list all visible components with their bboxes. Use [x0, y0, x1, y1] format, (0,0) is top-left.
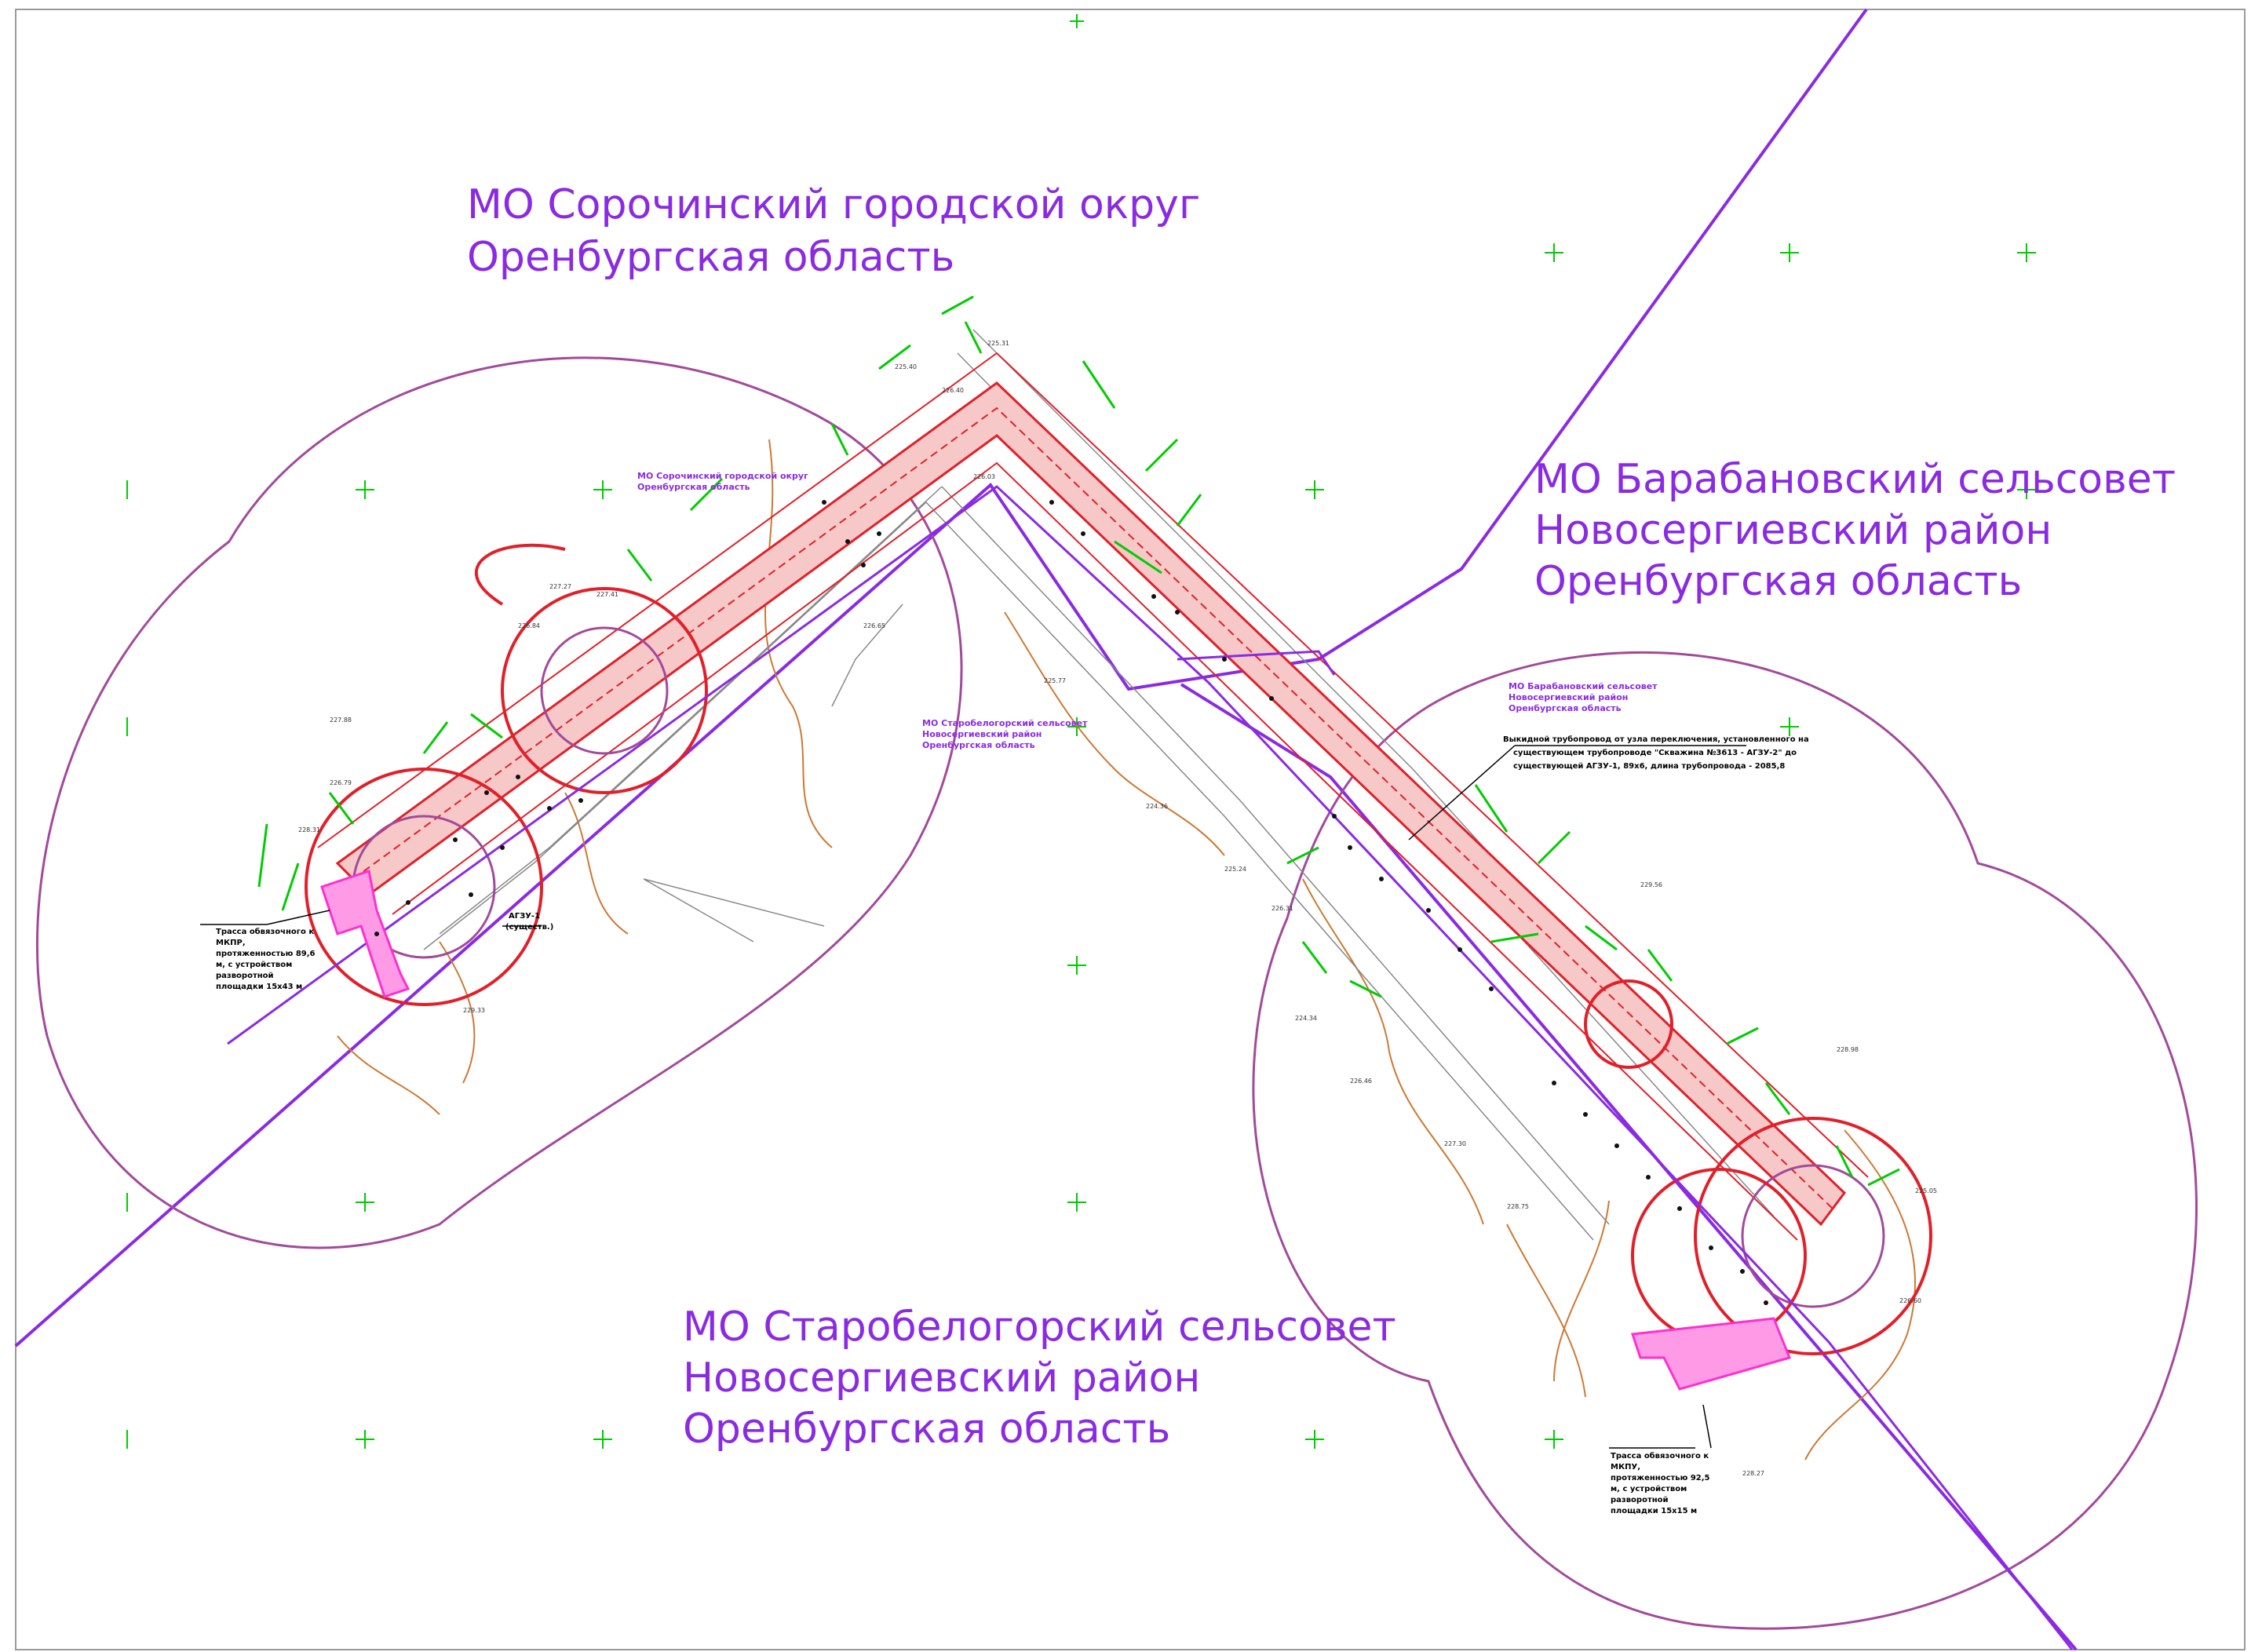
callout-line: протяженностью 92,5: [1611, 1474, 1710, 1482]
grid-crosses: [126, 14, 2036, 1449]
elevation-label: 226.03: [973, 473, 995, 480]
region-label-line: Новосергиевский район: [683, 1355, 1200, 1402]
callout-line: МКПР,: [216, 939, 246, 947]
region-label-line: Оренбургская область: [1534, 558, 2022, 605]
callout-line: протяженностью 89,6: [216, 950, 316, 958]
callout-route-right: Трасса обвязочного к МКПУ, протяженность…: [1609, 1404, 1712, 1515]
elevation-label: 229.33: [463, 1007, 485, 1014]
callout-line: АГЗУ-1: [509, 912, 540, 921]
elevation-label: 226.46: [1350, 1078, 1372, 1085]
callout-route-left: Трасса обвязочного к МКПР, протяженность…: [200, 910, 330, 991]
elevation-label: 226.79: [330, 779, 352, 786]
region-label-line: МО Сорочинский городской округ: [467, 181, 1200, 228]
elevation-label: 227.41: [596, 591, 618, 598]
small-label-line: Оренбургская область: [637, 482, 750, 492]
region-label-line: МО Барабановский сельсовет: [1534, 456, 2176, 503]
region-label-line: Оренбургская область: [467, 234, 954, 281]
elevation-label: 224.34: [1295, 1015, 1317, 1022]
elevation-label: 225.77: [1044, 677, 1066, 684]
region-label-line: МО Старобелогорский сельсовет: [683, 1304, 1396, 1351]
site-pads: [320, 870, 1792, 1391]
callout-line: Трасса обвязочного к: [1611, 1451, 1709, 1461]
elevation-label: 226.31: [1271, 905, 1293, 912]
contour-lines: [337, 439, 1917, 1461]
region-label-line: Новосергиевский район: [1534, 507, 2052, 554]
small-label-line: Новосергиевский район: [922, 729, 1042, 739]
elevation-label: 228.98: [1837, 1046, 1859, 1053]
callout-line: МКПУ,: [1611, 1463, 1640, 1471]
municipal-boundary: [14, 8, 1868, 1347]
region-label-sorochinsky: МО Сорочинский городской округ Оренбургс…: [467, 181, 1200, 281]
elevation-label: 225.05: [1915, 1187, 1937, 1194]
small-label-line: МО Барабановский сельсовет: [1509, 681, 1658, 691]
elevation-label: 225.24: [1224, 866, 1246, 873]
small-label-line: Оренбургская область: [1509, 703, 1622, 713]
callout-line: площадки 15х43 м: [216, 983, 302, 991]
elevation-label: 225.40: [895, 363, 917, 370]
callout-line: существующей АГЗУ-1, 89х6, длина трубопр…: [1513, 761, 1785, 771]
callout-line: Трасса обвязочного к: [216, 927, 314, 936]
highway: [227, 485, 2074, 1650]
elevation-label: 228.27: [1742, 1470, 1764, 1477]
buffer-zones: [35, 356, 2198, 1630]
elevation-label: 227.30: [1444, 1140, 1466, 1147]
turnaround-loops: [305, 543, 1932, 1355]
elevation-label: 228.75: [1507, 1203, 1529, 1210]
elevation-label: 226.65: [863, 622, 885, 629]
small-label-line: Новосергиевский район: [1509, 692, 1628, 702]
elevation-label: 224.36: [1146, 803, 1168, 810]
small-label-sorochinsky: МО Сорочинский городской округ Оренбургс…: [637, 471, 808, 492]
callout-line: разворотной: [1611, 1496, 1669, 1504]
callout-line: разворотной: [216, 972, 274, 980]
small-label-line: МО Сорочинский городской округ: [637, 471, 808, 481]
elevation-label: 226.40: [942, 387, 964, 394]
municipal-boundary-south: [1180, 683, 2078, 1651]
sheet-frame: [15, 9, 2246, 1650]
elevation-label: 228.31: [298, 826, 320, 833]
callout-pipeline: Выкидной трубопровод от узла переключени…: [1408, 735, 1809, 841]
elevation-labels: 225.31 226.40 225.40 226.03 226.65 227.4…: [298, 340, 1937, 1477]
callout-line: Выкидной трубопровод от узла переключени…: [1503, 735, 1809, 744]
region-label-line: Оренбургская область: [683, 1406, 1170, 1453]
small-label-line: Оренбургская область: [922, 740, 1035, 750]
elevation-label: 225.31: [987, 340, 1009, 347]
elevation-label: 226.60: [1899, 1297, 1921, 1304]
traverse-markers: [257, 295, 1900, 1187]
region-label-starobelogorsky: МО Старобелогорский сельсовет Новосергие…: [683, 1304, 1396, 1453]
callout-agzu: АГЗУ-1 (существ.): [502, 912, 553, 932]
survey-points: [374, 500, 1768, 1305]
small-label-line: МО Старобелогорский сельсовет: [922, 718, 1088, 728]
callout-line: м, с устройством: [1611, 1485, 1687, 1493]
elevation-label: 227.88: [330, 717, 352, 724]
small-label-starobelogorsky: МО Старобелогорский сельсовет Новосергие…: [922, 718, 1088, 750]
callout-line: м, с устройством: [216, 961, 292, 969]
region-label-barabanovsky: МО Барабановский сельсовет Новосергиевск…: [1534, 456, 2176, 605]
small-label-barabanovsky: МО Барабановский сельсовет Новосергиевск…: [1509, 681, 1658, 713]
elevation-label: 229.56: [1640, 881, 1662, 888]
callout-line: (существ.): [505, 923, 553, 932]
elevation-label: 227.27: [549, 583, 571, 590]
elevation-label: 226.84: [518, 622, 540, 629]
callout-line: существующем трубопроводе "Скважина №361…: [1513, 748, 1797, 757]
callout-line: площадки 15х15 м: [1611, 1507, 1697, 1515]
